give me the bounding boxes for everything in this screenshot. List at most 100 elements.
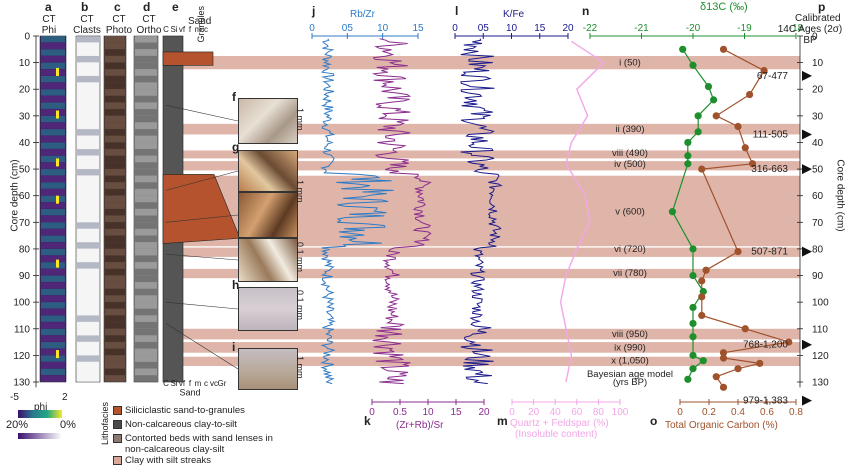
- panel-letter-e: e: [172, 0, 179, 14]
- core-phi-streak: [56, 195, 59, 204]
- core-photo-stripe: [105, 142, 125, 149]
- core-photo-stripe: [105, 222, 125, 229]
- core-ortho-stripe: [135, 262, 157, 269]
- core-clasts-stripe: [77, 202, 99, 209]
- core-ortho-stripe: [135, 275, 157, 282]
- core-phi-stripe: [41, 322, 65, 329]
- core-ortho-stripe: [135, 102, 157, 109]
- d13c-point: [704, 82, 713, 91]
- grain-class-bottom: Gr: [218, 379, 227, 388]
- axis-rbzr-tick-label: 0: [309, 23, 315, 34]
- core-phi-streak: [56, 259, 59, 268]
- core-clasts-stripe: [77, 308, 99, 316]
- core-phi-stripe: [41, 268, 65, 276]
- age-label: 979-1,383: [743, 396, 788, 407]
- core-phi-stripe: [41, 362, 65, 369]
- core-photo-stripe: [105, 242, 125, 249]
- core-ortho-stripe: [135, 109, 157, 116]
- core-phi-stripe: [41, 295, 65, 302]
- axis-rbzr-tick-label: 15: [412, 23, 424, 34]
- toc-point: [719, 383, 728, 391]
- toc-point: [698, 311, 706, 320]
- core-ortho-stripe: [135, 149, 157, 156]
- panel-letter-f: f: [232, 90, 236, 104]
- grain-class-bottom: C: [163, 379, 169, 388]
- axis-rbzr-tick-label: 10: [377, 23, 389, 34]
- core-clasts-stripe: [77, 82, 99, 89]
- core-ortho-stripe: [135, 36, 157, 43]
- toc-point: [734, 365, 742, 373]
- core-phi-stripe: [41, 189, 65, 196]
- curve-rbzr: [319, 38, 394, 385]
- axis-kfe-tick-label: 0: [452, 23, 458, 34]
- depth-tick-label: 70: [812, 218, 824, 229]
- age-arrow: [802, 129, 812, 140]
- core-ortho-stripe: [135, 49, 157, 56]
- core-photo-stripe: [105, 102, 125, 109]
- panel-m-title: Quartz + Feldspar (%): [510, 418, 609, 429]
- core-photo-stripe: [105, 82, 125, 89]
- grain-class-top: C: [163, 25, 169, 34]
- event-label: (yrs BP): [613, 377, 647, 388]
- core-ortho-stripe: [135, 82, 157, 89]
- core-ortho-stripe: [135, 302, 157, 309]
- age-arrow: [802, 164, 812, 175]
- core-phi-stripe: [41, 209, 65, 216]
- axis-qf-tick-label: 40: [550, 407, 562, 418]
- axis-kfe-tick-label: 10: [506, 23, 518, 34]
- core-photo-stripe: [105, 315, 125, 322]
- core-phi-stripe: [41, 315, 65, 322]
- core-phi-stripe: [41, 75, 65, 83]
- core-phi-stripe: [41, 248, 65, 256]
- depth-tick-label: 120: [13, 351, 30, 362]
- d13c-point: [689, 303, 697, 312]
- event-label: v (600): [615, 207, 645, 218]
- axis-toc-tick-label: 0.8: [789, 407, 803, 418]
- depth-tick-label: 120: [812, 351, 829, 362]
- core-ortho-stripe: [135, 155, 157, 163]
- phi-max: 2: [62, 392, 68, 403]
- core-clasts-stripe: [77, 195, 99, 203]
- depth-tick-label: 50: [19, 165, 31, 176]
- panel-b-title: CT Clasts: [73, 14, 101, 36]
- axis-zrrbsr-tick-label: 0.5: [393, 407, 407, 418]
- core-photo-stripe: [105, 202, 125, 209]
- core-ortho-stripe: [135, 142, 157, 149]
- core-clasts-stripe: [77, 42, 99, 50]
- panel-letter-n: n: [582, 4, 590, 18]
- core-phi-stripe: [41, 155, 65, 163]
- core-photo-stripe: [105, 255, 125, 262]
- core-phi-stripe: [41, 335, 65, 342]
- photo-g2: [238, 192, 298, 238]
- photo-g3: [238, 238, 298, 282]
- core-clasts-stripe: [77, 275, 99, 282]
- axis-qf-tick-label: 60: [571, 407, 583, 418]
- core-clasts-stripe: [77, 295, 99, 302]
- core-ortho-stripe: [135, 182, 157, 189]
- axis-qf-tick-label: 20: [528, 407, 540, 418]
- axis-qf-tick-label: 100: [612, 407, 629, 418]
- core-clasts-stripe: [77, 235, 99, 242]
- d13c-point: [689, 351, 697, 359]
- event-band: [165, 328, 800, 340]
- core-ortho-stripe: [135, 222, 157, 229]
- core-photo-stripe: [105, 189, 125, 196]
- core-clasts-stripe: [77, 215, 99, 223]
- core-phi-stripe: [41, 135, 65, 143]
- grain-class-top: f: [189, 25, 192, 34]
- axis-toc-tick-label: 0.2: [702, 407, 716, 418]
- depth-tick-label: 110: [14, 324, 30, 335]
- pct-left: 20%: [6, 419, 29, 431]
- core-photo-stripe: [105, 36, 125, 43]
- axis-d13c-tick-label: -21: [634, 23, 649, 34]
- core-phi-stripe: [41, 242, 65, 249]
- core-ortho-stripe: [135, 215, 157, 223]
- core-phi-stripe: [41, 255, 65, 262]
- core-photo-stripe: [105, 355, 125, 362]
- event-band: [165, 123, 800, 135]
- core-photo-stripe: [105, 175, 125, 183]
- point-series: [668, 45, 793, 391]
- core-phi-stripe: [41, 169, 65, 176]
